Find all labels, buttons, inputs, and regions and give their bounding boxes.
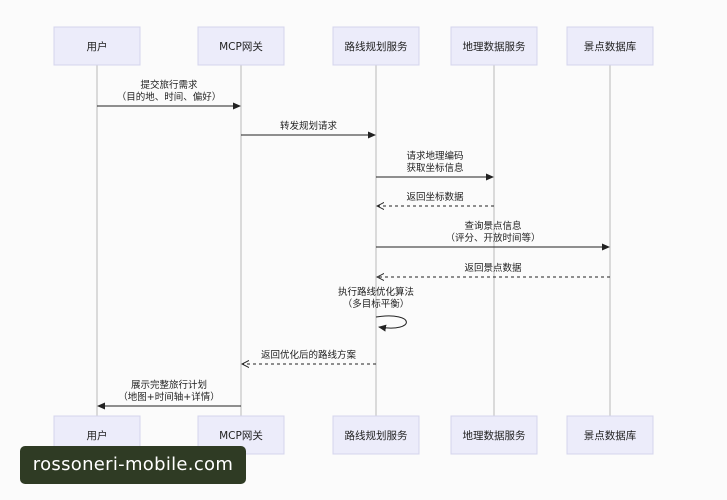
participant-top-0: 用户 [53, 26, 141, 66]
participant-box [332, 26, 420, 66]
participant-label: 地理数据服务 [463, 40, 526, 53]
participant-label: 路线规划服务 [345, 429, 408, 442]
participant-label: MCP网关 [219, 40, 263, 53]
participant-box [53, 26, 141, 66]
message-label: （多目标平衡） [343, 298, 410, 310]
participant-top-3: 地理数据服务 [450, 26, 538, 66]
message-label: 返回优化后的路线方案 [261, 349, 357, 361]
message-0: 提交旅行需求（目的地、时间、偏好） [97, 79, 241, 110]
message-label: 执行路线优化算法 [338, 286, 414, 298]
participant-top-4: 景点数据库 [566, 26, 654, 66]
message-label: 展示完整旅行计划 [131, 379, 207, 391]
participant-box [197, 26, 285, 66]
participant-label: 用户 [87, 40, 108, 53]
message-label: 返回坐标数据 [406, 191, 464, 203]
participant-box [332, 415, 420, 455]
participant-box [566, 415, 654, 455]
participant-bottom-2: 路线规划服务 [332, 415, 420, 455]
participant-label: 景点数据库 [584, 429, 637, 442]
message-label: 返回景点数据 [464, 262, 522, 274]
participant-bottom-4: 景点数据库 [566, 415, 654, 455]
participant-box [450, 26, 538, 66]
message-label: （目的地、时间、偏好） [117, 91, 222, 103]
watermark: rossoneri-mobile.com [20, 446, 246, 484]
message-label: 提交旅行需求 [140, 79, 198, 91]
participant-label: 地理数据服务 [463, 429, 526, 442]
message-label: （地图+时间轴+详情） [118, 391, 219, 403]
message-5: 返回景点数据 [377, 262, 610, 277]
self-message-arrow [375, 315, 407, 332]
message-6: 执行路线优化算法（多目标平衡） [338, 286, 414, 332]
message-label: 获取坐标信息 [406, 162, 463, 174]
message-1: 转发规划请求 [241, 120, 376, 139]
message-label: 转发规划请求 [280, 120, 338, 132]
message-3: 返回坐标数据 [377, 191, 494, 206]
participant-box [450, 415, 538, 455]
participant-top-1: MCP网关 [197, 26, 285, 66]
participant-bottom-3: 地理数据服务 [450, 415, 538, 455]
message-label: 请求地理编码 [406, 150, 463, 162]
message-label: 查询景点信息 [464, 220, 521, 232]
participant-box [566, 26, 654, 66]
message-label: （评分、开放时间等） [445, 232, 540, 244]
participant-top-2: 路线规划服务 [332, 26, 420, 66]
participant-label: 用户 [87, 429, 108, 442]
participant-label: 路线规划服务 [345, 40, 408, 53]
message-8: 展示完整旅行计划（地图+时间轴+详情） [97, 379, 241, 410]
participant-label: MCP网关 [219, 429, 263, 442]
message-7: 返回优化后的路线方案 [242, 349, 376, 364]
participant-label: 景点数据库 [584, 40, 637, 53]
message-4: 查询景点信息（评分、开放时间等） [376, 220, 610, 251]
